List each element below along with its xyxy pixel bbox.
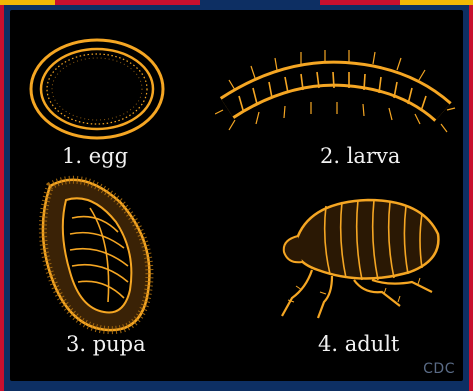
left-accent-bar	[0, 5, 4, 391]
pupa-illustration	[32, 172, 160, 336]
larva-illustration	[215, 50, 457, 136]
stage-label-egg: 1. egg	[62, 144, 128, 168]
stage-label-adult: 4. adult	[318, 332, 399, 356]
top-color-bar	[0, 0, 473, 5]
adult-flea-illustration	[272, 190, 442, 320]
credit-label: CDC	[423, 361, 455, 377]
egg-illustration	[26, 34, 168, 144]
stage-label-pupa: 3. pupa	[66, 332, 146, 356]
life-cycle-panel: 1. egg 2. la	[10, 10, 463, 381]
right-accent-bar	[469, 5, 473, 391]
stage-label-larva: 2. larva	[320, 144, 400, 168]
